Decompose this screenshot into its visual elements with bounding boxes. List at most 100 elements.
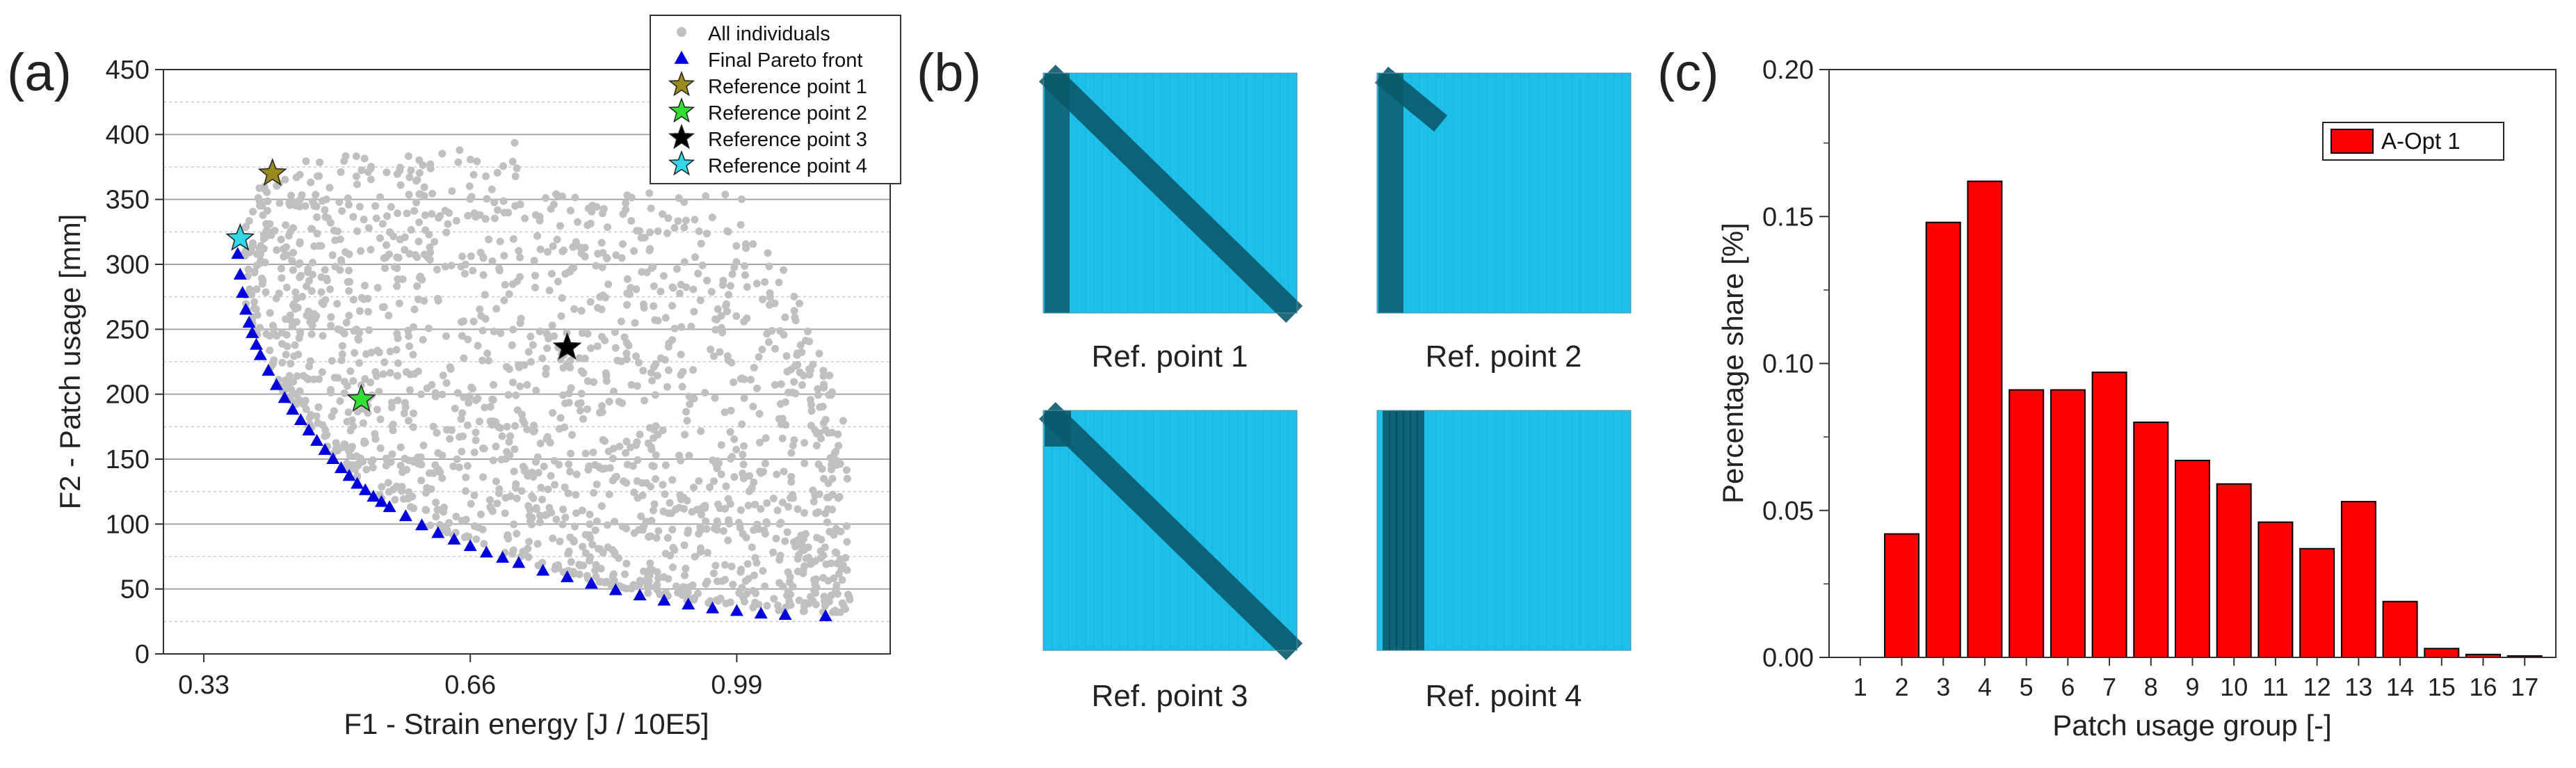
individual-point bbox=[296, 238, 304, 246]
individual-point bbox=[757, 505, 765, 513]
individual-point bbox=[622, 349, 631, 358]
individual-point bbox=[787, 601, 795, 609]
individual-point bbox=[834, 494, 842, 502]
pareto-point bbox=[633, 589, 647, 600]
individual-point bbox=[248, 291, 256, 298]
individual-point bbox=[275, 199, 284, 207]
individual-point bbox=[771, 381, 779, 389]
individual-point bbox=[682, 283, 691, 291]
individual-point bbox=[559, 505, 567, 513]
individual-point bbox=[721, 561, 729, 569]
individual-point bbox=[361, 375, 369, 383]
individual-point bbox=[436, 468, 444, 477]
individual-point bbox=[467, 499, 475, 508]
individual-point bbox=[563, 328, 571, 337]
individual-point bbox=[749, 402, 757, 410]
individual-point bbox=[467, 383, 476, 392]
individual-point bbox=[711, 561, 720, 570]
individual-point bbox=[495, 266, 504, 275]
individual-point bbox=[606, 464, 614, 472]
individual-point bbox=[415, 455, 424, 463]
individual-point bbox=[282, 351, 290, 359]
individual-point bbox=[513, 495, 521, 502]
individual-point bbox=[464, 335, 472, 344]
pareto-point bbox=[239, 303, 252, 315]
individual-point bbox=[819, 402, 827, 410]
individual-point bbox=[460, 317, 467, 326]
individual-point bbox=[357, 247, 365, 255]
individual-point bbox=[695, 477, 703, 485]
individual-point bbox=[445, 519, 453, 527]
individual-point bbox=[248, 241, 257, 250]
individual-point bbox=[737, 566, 746, 574]
individual-point bbox=[721, 191, 730, 199]
individual-point bbox=[787, 472, 796, 481]
individual-point bbox=[321, 426, 330, 434]
individual-point bbox=[698, 262, 707, 269]
individual-point bbox=[558, 294, 566, 302]
individual-point bbox=[644, 439, 652, 447]
individual-point bbox=[789, 490, 796, 499]
individual-point bbox=[367, 458, 376, 466]
individual-point bbox=[398, 483, 406, 490]
individual-point bbox=[592, 262, 600, 270]
individual-point bbox=[697, 544, 705, 552]
individual-point bbox=[595, 463, 603, 471]
individual-point bbox=[325, 184, 334, 192]
y-tick-label: 50 bbox=[120, 575, 150, 605]
individual-point bbox=[387, 458, 395, 466]
individual-point bbox=[394, 254, 403, 262]
individual-point bbox=[340, 440, 348, 448]
panel-c-letter: (c) bbox=[1657, 43, 1719, 102]
individual-point bbox=[649, 506, 657, 515]
individual-point bbox=[283, 283, 291, 291]
individual-point bbox=[385, 250, 393, 259]
individual-point bbox=[476, 417, 483, 426]
x-tick-label: 7 bbox=[2102, 673, 2116, 701]
individual-point bbox=[338, 350, 346, 358]
x-tick-label: 13 bbox=[2344, 673, 2372, 701]
individual-point bbox=[578, 329, 586, 337]
individual-point bbox=[273, 332, 281, 340]
individual-point bbox=[536, 216, 544, 225]
individual-point bbox=[559, 364, 567, 372]
individual-point bbox=[470, 448, 478, 456]
individual-point bbox=[730, 435, 739, 443]
individual-point bbox=[581, 531, 590, 539]
reference-plate-2: Ref. point 2 bbox=[1374, 66, 1632, 374]
individual-point bbox=[344, 194, 352, 202]
individual-point bbox=[423, 483, 431, 492]
individual-point bbox=[634, 456, 642, 464]
individual-point bbox=[321, 266, 329, 274]
individual-point bbox=[670, 224, 679, 232]
individual-point bbox=[545, 335, 553, 343]
pareto-point bbox=[342, 469, 356, 481]
individual-point bbox=[761, 459, 769, 467]
individual-point bbox=[489, 456, 497, 465]
individual-point bbox=[330, 407, 338, 415]
individual-point bbox=[641, 234, 649, 241]
individual-point bbox=[685, 451, 693, 460]
individual-point bbox=[389, 486, 398, 494]
individual-point bbox=[474, 342, 482, 350]
individual-point bbox=[647, 483, 655, 490]
individual-point bbox=[761, 529, 769, 538]
individual-point bbox=[281, 175, 289, 184]
individual-point bbox=[741, 262, 749, 270]
individual-point bbox=[419, 441, 428, 449]
individual-point bbox=[364, 224, 373, 232]
pareto-point bbox=[561, 570, 574, 582]
pareto-point bbox=[233, 267, 247, 280]
individual-point bbox=[778, 498, 787, 506]
individual-point bbox=[428, 189, 437, 198]
individual-point bbox=[327, 313, 335, 321]
individual-point bbox=[255, 184, 264, 192]
individual-point bbox=[492, 442, 500, 451]
individual-point bbox=[618, 254, 626, 262]
individual-point bbox=[597, 502, 606, 510]
individual-point bbox=[629, 462, 637, 470]
pareto-point bbox=[415, 518, 429, 531]
individual-point bbox=[807, 593, 814, 601]
individual-point bbox=[399, 468, 406, 477]
individual-point bbox=[513, 406, 522, 415]
